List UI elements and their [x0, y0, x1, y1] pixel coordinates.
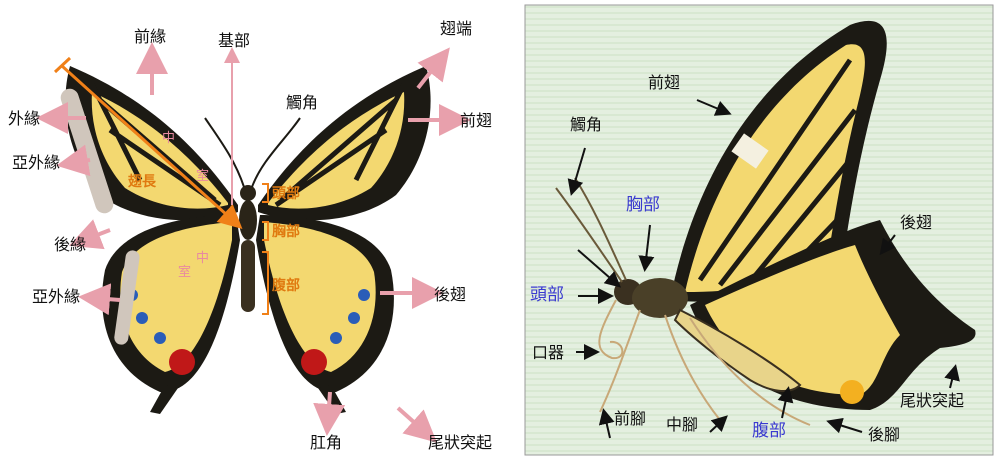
label-abdomen-right: 腹部: [752, 421, 786, 441]
label-submarginal: 亞外緣: [12, 153, 60, 172]
label-tail-right: 尾狀突起: [900, 391, 964, 410]
label-antenna-left: 觸角: [286, 93, 318, 112]
label-foreleg: 前腳: [614, 409, 646, 428]
label-midleg: 中腳: [666, 415, 698, 434]
label-hindwing-right: 後翅: [900, 213, 932, 232]
label-rear-margin: 後緣: [54, 235, 86, 254]
label-head-right: 頭部: [530, 285, 564, 305]
label-chamber-1: 室: [196, 168, 209, 184]
label-thorax-right: 胸部: [626, 195, 660, 215]
left-head: [240, 185, 256, 201]
label-base: 基部: [218, 31, 250, 50]
label-thorax-left: 胸部: [272, 223, 300, 240]
label-outer-margin: 外緣: [8, 109, 40, 128]
label-center-2: 中: [196, 251, 209, 266]
left-abdomen: [241, 240, 255, 312]
label-hindwing-left: 後翅: [434, 285, 466, 304]
label-anal-angle: 肛角: [310, 433, 342, 452]
label-abdomen-left: 腹部: [272, 277, 300, 294]
left-thorax: [239, 200, 257, 240]
label-head-left: 頭部: [272, 185, 300, 202]
label-forewing-right: 前翅: [648, 73, 680, 92]
label-tail-left: 尾狀突起: [428, 433, 492, 452]
label-hindleg: 後腳: [868, 425, 900, 444]
label-forewing-left: 前翅: [460, 111, 492, 130]
label-center-1: 中: [162, 131, 175, 146]
label-wing-tip: 翅端: [440, 19, 472, 38]
label-antenna-right: 觸角: [570, 115, 602, 134]
label-mouthparts: 口器: [532, 343, 564, 362]
label-submarginal-2: 亞外緣: [32, 287, 80, 306]
label-chamber-2: 室: [178, 264, 191, 280]
label-wing-length: 翅長: [127, 173, 157, 190]
label-front-margin: 前緣: [134, 27, 166, 46]
